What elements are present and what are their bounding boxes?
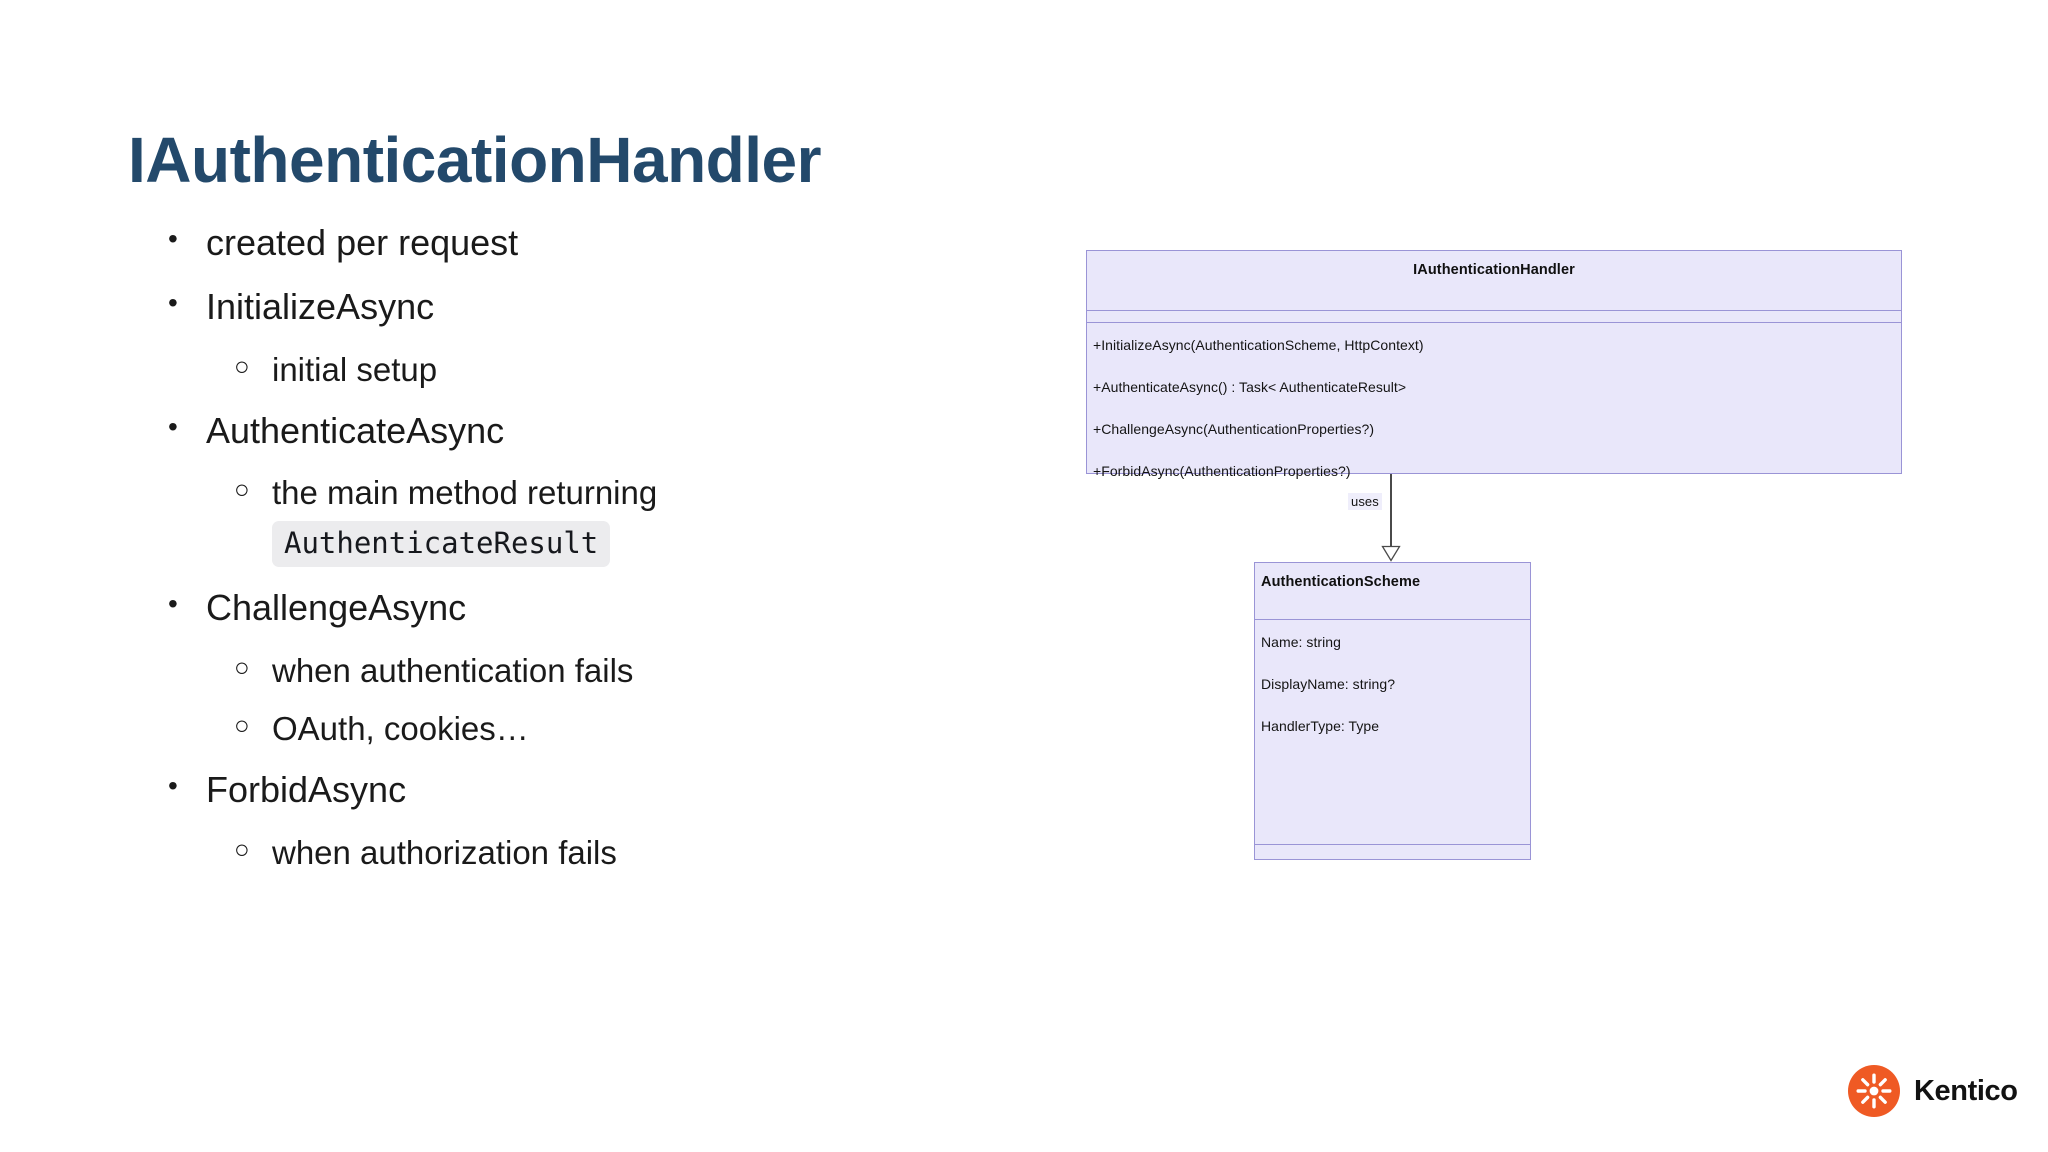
uml-attributes-compartment xyxy=(1087,311,1901,323)
bullet-label: ForbidAsync xyxy=(206,769,407,811)
uml-operation: +AuthenticateAsync() : Task< Authenticat… xyxy=(1093,379,1407,395)
uml-operation: +ChallengeAsync(AuthenticationProperties… xyxy=(1093,421,1375,437)
uml-operations-compartment xyxy=(1255,845,1530,859)
bullet-label: InitializeAsync xyxy=(206,286,435,328)
bullet-label: OAuth, cookies… xyxy=(272,710,529,748)
uml-class-iauthenticationhandler: IAuthenticationHandler +InitializeAsync(… xyxy=(1086,250,1902,479)
sub-bullet-item: ○ initial setup xyxy=(168,351,928,390)
uml-class-header: IAuthenticationHandler xyxy=(1087,251,1901,311)
bullet-marker-icon: • xyxy=(168,770,178,802)
bullet-item: • InitializeAsync xyxy=(168,286,928,328)
bullet-text-wrapper: initial setup xyxy=(272,351,928,390)
bullet-marker-icon: • xyxy=(168,588,178,620)
sub-bullet-marker-icon: ○ xyxy=(234,474,250,505)
kentico-wordmark: Kentico xyxy=(1914,1074,2018,1107)
uml-attributes-compartment: Name: string DisplayName: string? Handle… xyxy=(1255,620,1530,845)
bullet-text-wrapper: ChallengeAsync xyxy=(206,587,928,629)
bullet-item: • AuthenticateAsync xyxy=(168,410,928,452)
bullet-list: • created per request • InitializeAsync ○ ini… xyxy=(168,222,928,893)
kentico-starburst-icon xyxy=(1848,1065,1900,1117)
uml-class-authenticationscheme: AuthenticationScheme Name: string Displa… xyxy=(1254,562,1531,860)
code-chip-wrapper: AuthenticateResult xyxy=(272,513,928,568)
bullet-marker-icon: • xyxy=(168,287,178,319)
uml-operation: +ForbidAsync(AuthenticationProperties?) xyxy=(1093,463,1351,479)
uml-hollow-triangle-arrow-icon xyxy=(1381,545,1401,562)
uml-class-name: AuthenticationScheme xyxy=(1261,574,1421,590)
page-title: IAuthenticationHandler xyxy=(128,123,822,196)
sub-bullet-item: ○ when authentication fails xyxy=(168,652,928,691)
bullet-text-wrapper: AuthenticateAsync xyxy=(206,410,928,452)
bullet-item: • ForbidAsync xyxy=(168,769,928,811)
bullet-text-wrapper: when authorization fails xyxy=(272,834,928,873)
sub-bullet-marker-icon: ○ xyxy=(234,833,250,864)
inline-code-chip: AuthenticateResult xyxy=(272,521,611,568)
bullet-label: when authentication fails xyxy=(272,651,634,689)
sub-bullet-marker-icon: ○ xyxy=(234,651,250,682)
uml-class-header: AuthenticationScheme xyxy=(1255,563,1530,620)
uml-connector-line xyxy=(1390,474,1392,548)
uml-relationship-label: uses xyxy=(1348,493,1382,510)
uml-attribute: Name: string xyxy=(1261,634,1341,650)
uml-attribute: DisplayName: string? xyxy=(1261,676,1396,692)
uml-operation: +InitializeAsync(AuthenticationScheme, H… xyxy=(1093,337,1424,353)
sub-bullet-item: ○ OAuth, cookies… xyxy=(168,710,928,749)
bullet-item: • created per request xyxy=(168,222,928,264)
bullet-text-wrapper: created per request xyxy=(206,222,928,264)
kentico-logo: Kentico xyxy=(1848,1065,2018,1117)
bullet-text-wrapper: InitializeAsync xyxy=(206,286,928,328)
sub-bullet-marker-icon: ○ xyxy=(234,710,250,741)
bullet-marker-icon: • xyxy=(168,223,178,254)
bullet-label: the main method returning xyxy=(272,474,658,512)
bullet-marker-icon: • xyxy=(168,410,178,442)
bullet-label: AuthenticateAsync xyxy=(206,409,505,451)
bullet-text-wrapper: OAuth, cookies… xyxy=(272,710,928,749)
bullet-text-wrapper: when authentication fails xyxy=(272,652,928,691)
bullet-label: ChallengeAsync xyxy=(206,587,467,629)
uml-operations-compartment: +InitializeAsync(AuthenticationScheme, H… xyxy=(1087,323,1901,479)
sub-bullet-marker-icon: ○ xyxy=(234,350,250,381)
bullet-label: initial setup xyxy=(272,350,438,388)
bullet-item: • ChallengeAsync xyxy=(168,587,928,629)
bullet-text-wrapper: ForbidAsync xyxy=(206,769,928,811)
uml-class-diagram: IAuthenticationHandler +InitializeAsync(… xyxy=(1086,250,1916,890)
uml-attribute: HandlerType: Type xyxy=(1261,718,1380,734)
bullet-label: when authorization fails xyxy=(272,833,617,871)
sub-bullet-item: ○ when authorization fails xyxy=(168,834,928,873)
bullet-label: created per request xyxy=(206,222,519,263)
uml-class-name: IAuthenticationHandler xyxy=(1413,262,1575,278)
